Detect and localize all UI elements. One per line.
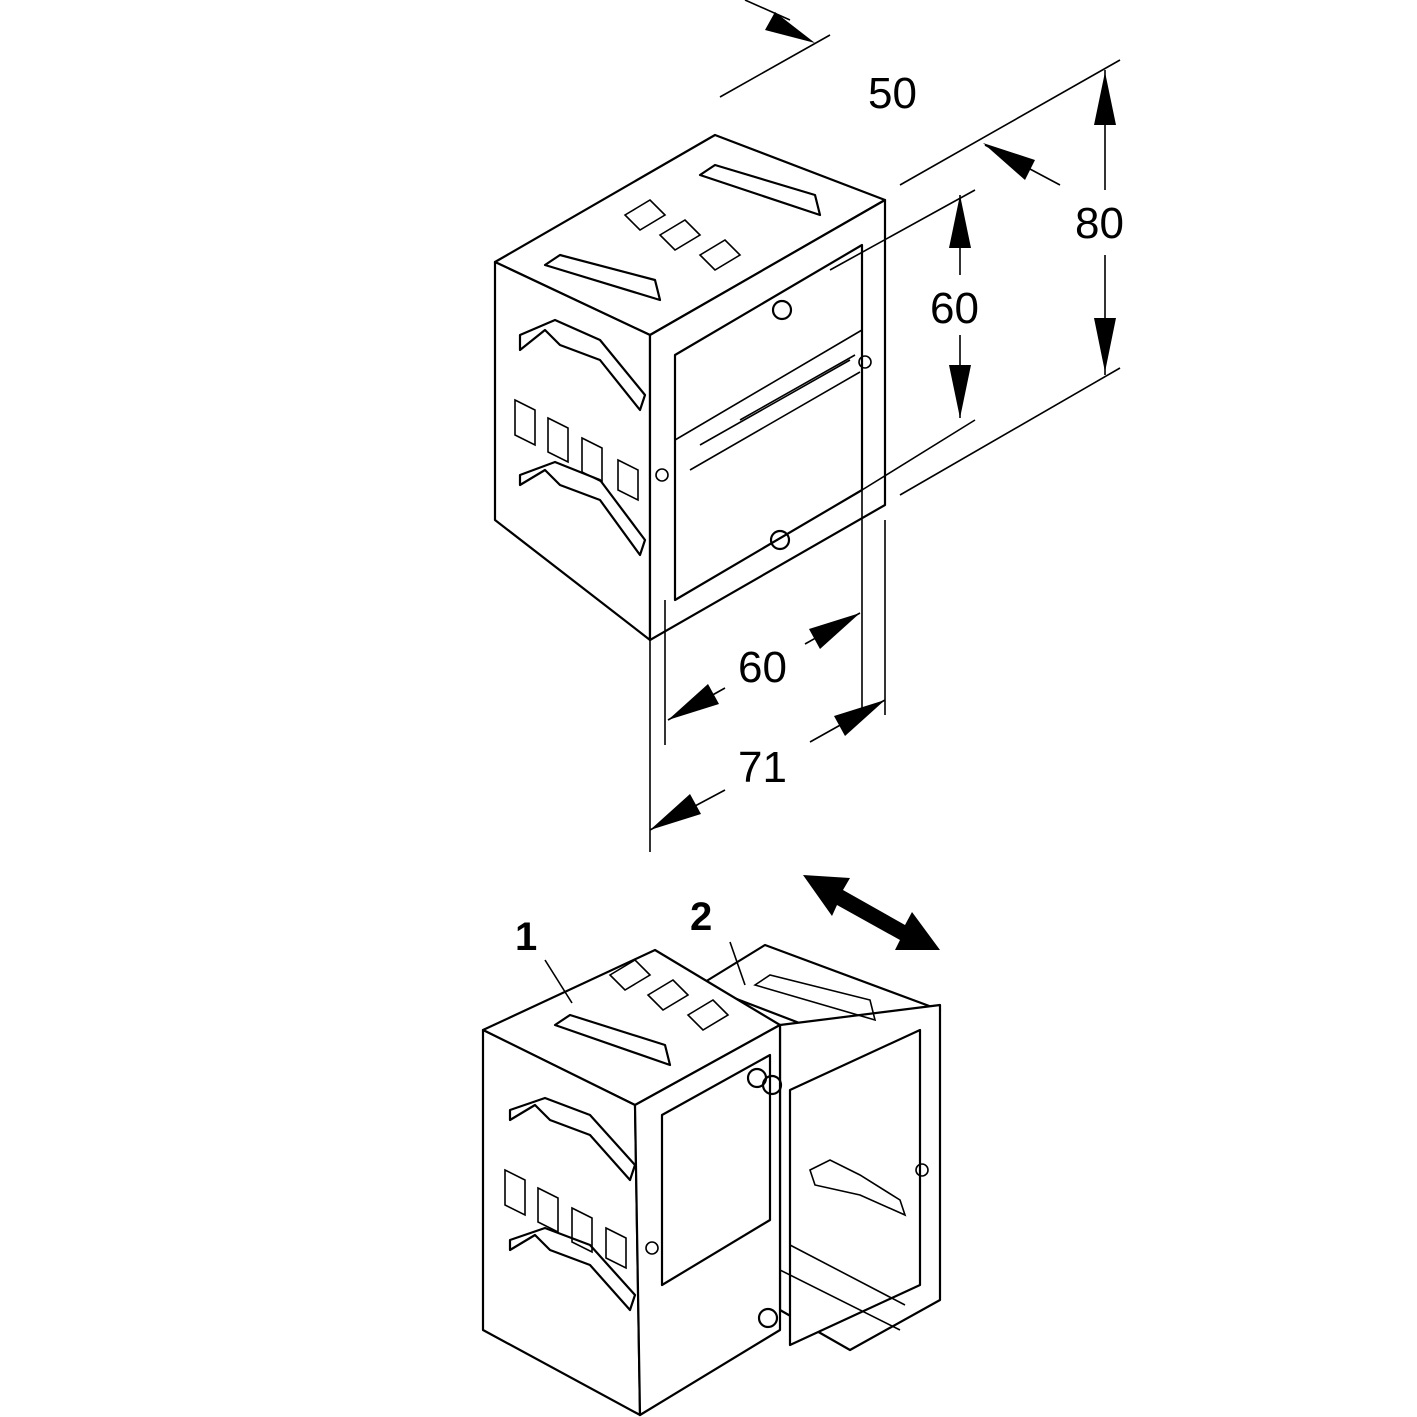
dim-60v-ext-top: [829, 189, 976, 271]
dim-71-label: 71: [738, 743, 787, 792]
dim-60h-arrow-left: [668, 684, 719, 720]
dim-50-arrow: [765, 12, 815, 43]
box1-hole: [645, 1241, 659, 1255]
dim-50-depth-arrow: [983, 143, 1035, 180]
dim-60v-arrow-down: [949, 365, 971, 418]
top-box-knockouts: [514, 398, 639, 502]
dim-80-arrow-up: [1094, 72, 1116, 125]
dimension-depth: 50: [719, 0, 917, 118]
dim-71-arrow-right: [834, 700, 885, 736]
box1-clip-upper: [508, 1096, 637, 1182]
box2-screw-upper: [761, 1074, 783, 1096]
box2-opening: [788, 1028, 922, 1347]
top-device-box: [493, 133, 887, 642]
double-arrow-icon: [803, 875, 940, 950]
top-box-top-clip: [543, 163, 822, 302]
dim-50-line: [719, 34, 831, 98]
bottom-assembly: [481, 943, 942, 1417]
dim-80-ext-bottom: [899, 367, 1121, 496]
top-box-clip-upper: [518, 318, 647, 412]
dim-50-leader: [744, 0, 791, 21]
box1-top-knockouts: [608, 958, 730, 1032]
dim-50-label: 50: [868, 69, 917, 118]
top-box-screw-lower: [769, 529, 791, 551]
position-label-1: 1: [515, 915, 537, 959]
leader-line-2: [729, 941, 746, 986]
box1-top-clip: [553, 1013, 672, 1067]
position-label-2: 2: [690, 895, 712, 939]
top-box-screw-upper: [771, 299, 793, 321]
dim-80-label: 80: [1075, 199, 1124, 248]
dim-80-arrow-down: [1094, 318, 1116, 372]
box1-screw-lower: [757, 1307, 779, 1329]
dim-80-ext-top: [899, 59, 1121, 186]
dim-60v-ext-bottom: [861, 419, 976, 491]
dimension-total-width: 71: [649, 520, 886, 852]
double-arrow-shape: [803, 875, 940, 950]
top-box-top-knockouts: [623, 198, 742, 272]
dim-71-arrow-left: [650, 794, 701, 830]
dim-60h-arrow-right: [809, 613, 860, 649]
dimension-inner-width: 60: [664, 490, 863, 745]
top-box-hole-left: [655, 468, 669, 482]
box1-opening: [660, 1053, 772, 1287]
dim-60v-arrow-up: [949, 195, 971, 248]
box2-details: [753, 974, 907, 1331]
leader-line-1: [544, 959, 573, 1004]
top-box-inner-floor: [674, 329, 863, 471]
dimension-inner-height: 60: [829, 189, 979, 491]
box1-knockouts: [504, 1168, 627, 1270]
top-box-hole-right: [858, 355, 872, 369]
dim-60h-label: 60: [738, 643, 787, 692]
dim-60v-label: 60: [930, 284, 979, 333]
top-box-clip-lower: [518, 460, 647, 557]
dimension-total-height: 80: [899, 59, 1124, 496]
box2-hole: [915, 1163, 929, 1177]
position-labels: 1 2: [515, 895, 746, 1004]
box1-clip-lower: [508, 1226, 637, 1312]
